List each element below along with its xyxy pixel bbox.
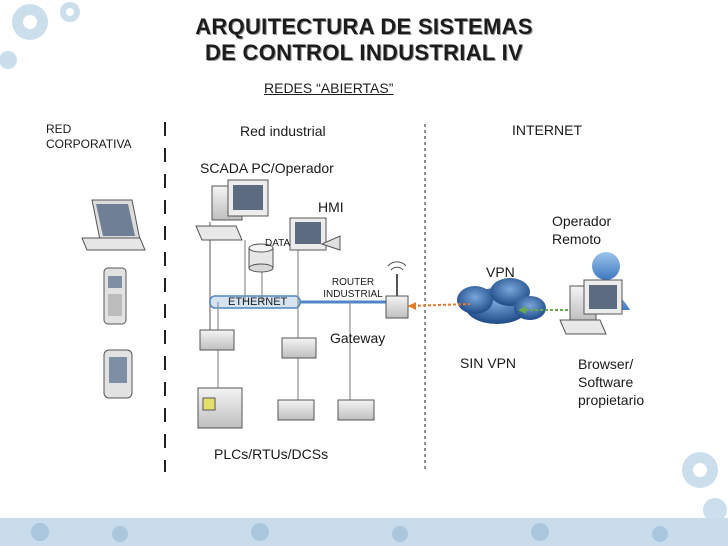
vpn-cloud-icon: [457, 278, 546, 324]
scada-pc-icon: [195, 179, 269, 241]
mobile-phone-icon: [103, 267, 127, 325]
gear-icon-bottom-right: [682, 452, 727, 522]
ethernet-bar: [209, 295, 301, 309]
plc-large-icon: [197, 387, 243, 429]
database-icon: [248, 243, 274, 273]
label-sin-vpn: SIN VPN: [460, 355, 517, 371]
zone-label-corporate: RED CORPORATIVA: [46, 122, 132, 151]
bottom-bar: [0, 518, 728, 546]
hmi-icon: [289, 217, 341, 251]
remote-operator-icon: [559, 252, 630, 335]
label-router: ROUTER INDUSTRIAL: [323, 277, 383, 300]
network-device-2: [281, 337, 317, 359]
page-title-line2: DE CONTROL INDUSTRIAL IV: [204, 40, 524, 65]
zone-label-internet: INTERNET: [512, 122, 582, 138]
label-hmi: HMI: [318, 199, 344, 215]
label-scada: SCADA PC/Operador: [200, 160, 334, 176]
label-browser: Browser/ Software propietario: [578, 356, 645, 408]
gear-icon-top-left: [0, 2, 80, 69]
network-device-1: [199, 329, 235, 351]
dcs-device-icon: [337, 399, 375, 421]
router-icon: [385, 261, 409, 319]
rtu-device-icon: [277, 399, 315, 421]
laptop-icon: [81, 199, 146, 251]
label-vpn: VPN: [486, 264, 515, 280]
label-plcs: PLCs/RTUs/DCSs: [214, 446, 329, 462]
pda-icon: [103, 349, 133, 399]
label-data: DATA: [265, 238, 291, 249]
label-operador-remoto: Operador Remoto: [552, 213, 612, 247]
page-subtitle: REDES “ABIERTAS”: [264, 80, 394, 96]
gear-strip: [31, 523, 668, 542]
zone-label-industrial: Red industrial: [240, 123, 326, 139]
label-ethernet: ETHERNET: [228, 296, 288, 308]
page-title-line1: ARQUITECTURA DE SISTEMAS: [195, 14, 533, 39]
link-router-cloud: [407, 303, 471, 307]
label-gateway: Gateway: [330, 330, 386, 346]
